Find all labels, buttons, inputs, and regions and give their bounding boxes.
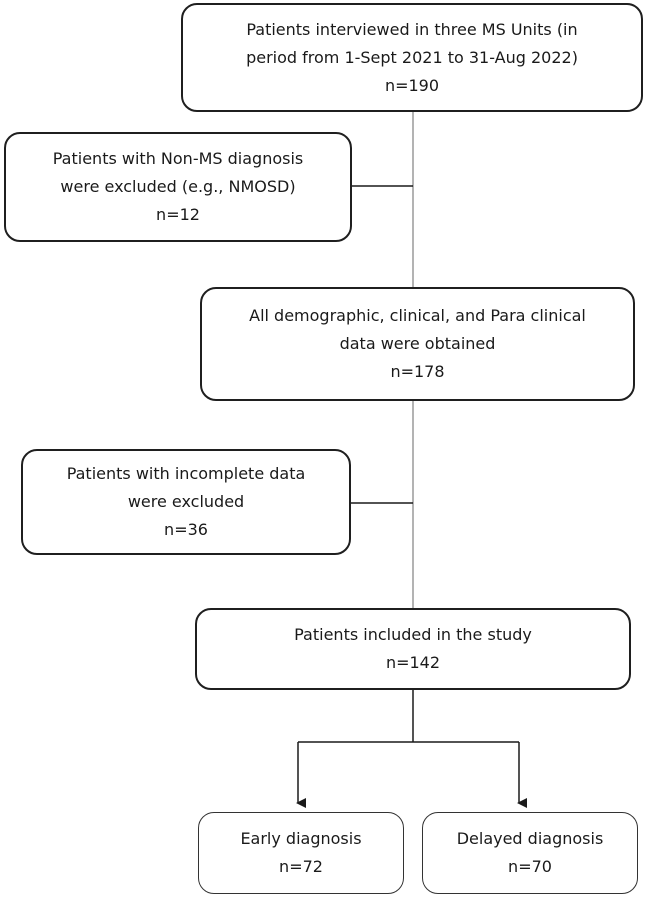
box-line: period from 1-Sept 2021 to 31-Aug 2022) — [246, 47, 578, 67]
box-line: data were obtained — [339, 334, 496, 353]
box-line: were excluded (e.g., NMOSD) — [60, 177, 296, 196]
box-data-obtained: All demographic, clinical, and Para clin… — [200, 287, 635, 401]
box-line: Delayed diagnosis — [456, 829, 604, 848]
box-line: Patients included in the study — [294, 625, 532, 644]
box-line: Patients with incomplete data — [66, 464, 306, 483]
box-line: Early diagnosis — [240, 829, 362, 848]
box-patients-interviewed: Patients interviewed in three MS Units (… — [181, 3, 643, 112]
box-early-diagnosis: Early diagnosis n=72 — [198, 812, 404, 894]
box-count: n=142 — [385, 653, 441, 672]
box-count: n=70 — [508, 857, 552, 876]
box-delayed-diagnosis: Delayed diagnosis n=70 — [422, 812, 638, 894]
box-count: n=178 — [390, 362, 445, 381]
box-non-ms-excluded: Patients with Non-MS diagnosis were excl… — [4, 132, 352, 242]
box-line: All demographic, clinical, and Para clin… — [249, 306, 586, 325]
box-count: n=72 — [279, 857, 323, 876]
box-line: were excluded — [127, 492, 245, 511]
box-line: Patients interviewed in three MS Units (… — [246, 19, 578, 39]
box-count: n=12 — [156, 205, 200, 224]
box-line: Patients with Non-MS diagnosis — [52, 149, 304, 168]
box-count: n=36 — [164, 520, 208, 539]
box-patients-included: Patients included in the study n=142 — [195, 608, 631, 690]
box-incomplete-excluded: Patients with incomplete data were exclu… — [21, 449, 351, 555]
box-count: n=190 — [384, 75, 440, 95]
